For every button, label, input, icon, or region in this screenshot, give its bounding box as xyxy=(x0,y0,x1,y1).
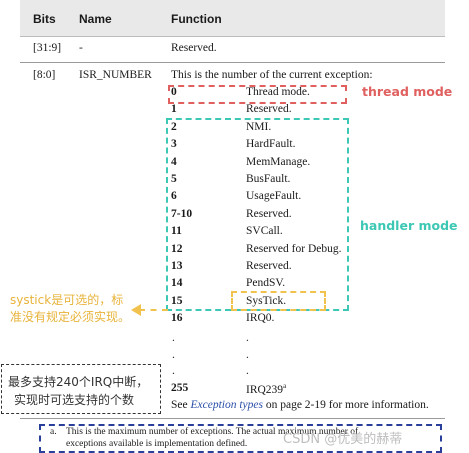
header-bits: Bits xyxy=(33,12,56,26)
exception-description: IRQ0. xyxy=(246,312,275,325)
row-isr-intro: This is the number of the current except… xyxy=(171,69,373,81)
exception-number: 5 xyxy=(171,173,177,185)
exception-description: UsageFault. xyxy=(246,190,302,203)
row-isr-name: ISR_NUMBER xyxy=(79,69,152,81)
exception-description: NMI. xyxy=(246,120,272,133)
header-name: Name xyxy=(79,12,112,26)
footnote-line-1: This is the maximum number of exceptions… xyxy=(66,427,359,437)
watermark: CSDN @优美的赫蒂 xyxy=(283,432,403,447)
irq-note-line-1: 最多支持240个IRQ中断， xyxy=(8,375,149,389)
exception-description: Reserved. xyxy=(246,207,292,220)
row-reserved-function: Reserved. xyxy=(171,42,217,54)
exception-number: 13 xyxy=(171,260,183,272)
footnote-line-2: exceptions available is implementation d… xyxy=(66,439,248,449)
systick-arrow-line xyxy=(139,309,168,311)
exception-number: 14 xyxy=(171,277,183,290)
exception-description: Reserved. xyxy=(246,103,292,116)
ellipsis-dot: . xyxy=(172,365,175,377)
exception-description: BusFault. xyxy=(246,173,291,185)
exception-description: Reserved. xyxy=(246,260,292,272)
row-divider xyxy=(20,62,445,63)
exception-description: HardFault. xyxy=(246,138,296,151)
see-more-line: See Exception types on page 2-19 for mor… xyxy=(171,399,429,411)
ellipsis-dot: . xyxy=(246,349,249,361)
ellipsis-dot: . xyxy=(172,332,175,344)
thread-mode-label: thread mode xyxy=(362,84,453,99)
thread-mode-box xyxy=(168,85,347,104)
exception-number-255: 255 xyxy=(171,382,189,394)
exception-description: SysTick. xyxy=(246,294,287,307)
exception-number: 12 xyxy=(171,242,183,255)
systick-note-line-1: systick是可选的，标 xyxy=(10,293,124,307)
exception-description: PendSV. xyxy=(246,277,286,290)
systick-box xyxy=(231,291,326,311)
exception-number: 1 xyxy=(171,103,177,116)
row-reserved-name: - xyxy=(79,42,83,54)
exception-description: Reserved for Debug. xyxy=(246,242,342,255)
irq-note-line-2: 实现时可选支持的个数 xyxy=(14,393,135,407)
ellipsis-dot: . xyxy=(172,349,175,361)
irq-note-box xyxy=(1,364,161,414)
header-divider xyxy=(20,36,445,37)
exception-number: 3 xyxy=(171,138,177,151)
exception-number: 16 xyxy=(171,312,183,325)
footnote-box xyxy=(39,424,442,453)
exception-description: Thread mode. xyxy=(246,86,310,98)
exception-desc-irq239: IRQ239a xyxy=(246,382,287,396)
handler-mode-label: handler mode xyxy=(360,218,458,233)
exception-number: 2 xyxy=(171,120,177,133)
ellipsis-dot: . xyxy=(246,365,249,377)
table-header-band xyxy=(20,0,445,36)
exception-number: 4 xyxy=(171,155,177,168)
table-bottom-divider xyxy=(20,418,445,419)
exception-number: 11 xyxy=(171,225,182,238)
row-reserved-bits: [31:9] xyxy=(33,42,62,54)
exception-description: MemManage. xyxy=(246,155,311,168)
exception-number: 15 xyxy=(171,294,183,307)
exception-number: 7-10 xyxy=(171,207,193,220)
exception-types-link[interactable]: Exception types xyxy=(190,399,263,411)
header-function: Function xyxy=(171,12,222,26)
ellipsis-dot: . xyxy=(246,332,249,344)
footnote-marker: a. xyxy=(50,427,57,437)
exception-number: 0 xyxy=(171,86,177,98)
arrow-left-icon xyxy=(131,304,141,316)
exception-number: 6 xyxy=(171,190,177,203)
handler-mode-box xyxy=(166,118,349,311)
row-isr-bits: [8:0] xyxy=(33,69,56,81)
systick-note-line-2: 准没有规定必须实现。 xyxy=(10,310,131,324)
exception-description: SVCall. xyxy=(246,225,283,238)
